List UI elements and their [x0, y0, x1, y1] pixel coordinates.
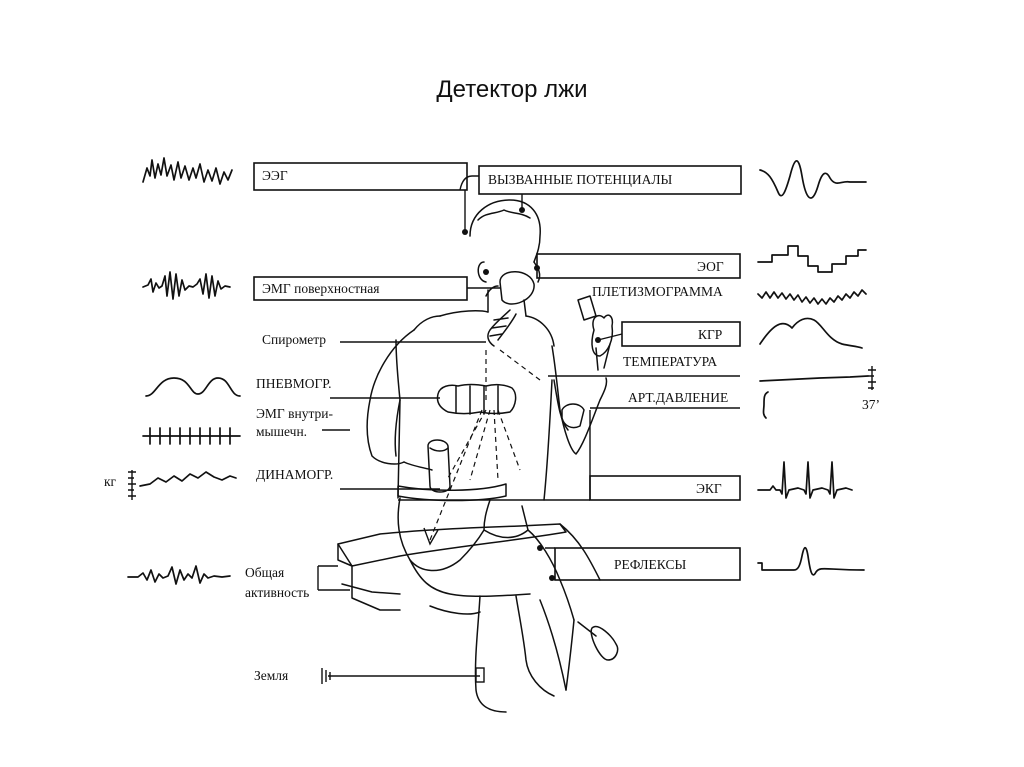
- dynamogram-waveform: [139, 471, 237, 487]
- reflex-waveform: [757, 546, 865, 576]
- pneumogram-waveform: [145, 377, 241, 397]
- evoked-potentials-label: ВЫЗВАННЫЕ ПОТЕНЦИАЛЫ: [488, 172, 672, 187]
- kg-unit-label: кг: [104, 474, 117, 489]
- emg-intramuscular-label-line1: ЭМГ внутри-: [256, 406, 333, 421]
- plethysmogram-label: ПЛЕТИЗМОГРАММА: [592, 284, 723, 299]
- gsr-label: КГР: [698, 327, 722, 342]
- evoked-potential-waveform: [759, 160, 867, 199]
- dynamogram-scale: [128, 470, 136, 500]
- emg-intramuscular-label-line2: мышечн.: [256, 424, 307, 439]
- eeg-waveform: [142, 157, 233, 185]
- general-activity-label-line2: активность: [245, 585, 309, 600]
- emg-surface-label: ЭМГ поверхностная: [262, 281, 380, 296]
- connector-lines: [317, 175, 740, 684]
- plethysmogram-waveform: [757, 289, 867, 305]
- subject-figure: [337, 199, 619, 713]
- eeg-label: ЭЭГ: [262, 168, 288, 183]
- ground-label: Земля: [254, 668, 288, 683]
- evoked-potentials-label-box: [478, 165, 742, 195]
- temperature-waveform: [759, 366, 876, 390]
- emg-surface-waveform: [142, 271, 231, 300]
- reflexes-label-box: [554, 547, 741, 581]
- gsr-waveform: [759, 317, 863, 349]
- slide-title: Детектор лжи: [436, 76, 588, 103]
- pneumogram-label: ПНЕВМОГР.: [256, 376, 332, 391]
- temperature-value-label: 37’: [862, 397, 880, 412]
- emg-intramuscular-waveform: [142, 427, 241, 445]
- eog-waveform: [757, 245, 867, 273]
- general-activity-label-line1: Общая: [245, 565, 284, 580]
- temperature-label: ТЕМПЕРАТУРА: [623, 354, 717, 369]
- ecg-label: ЭКГ: [696, 481, 722, 496]
- dynamogram-label: ДИНАМОГР.: [256, 467, 333, 482]
- general-activity-waveform: [127, 565, 231, 585]
- eog-label: ЭОГ: [697, 259, 724, 274]
- blood-pressure-trace: [762, 391, 769, 419]
- reflexes-label: РЕФЛЕКСЫ: [614, 557, 686, 572]
- spirometer-label: Спирометр: [262, 332, 326, 347]
- ecg-waveform: [757, 461, 853, 499]
- blood-pressure-label: АРТ.ДАВЛЕНИЕ: [628, 390, 728, 405]
